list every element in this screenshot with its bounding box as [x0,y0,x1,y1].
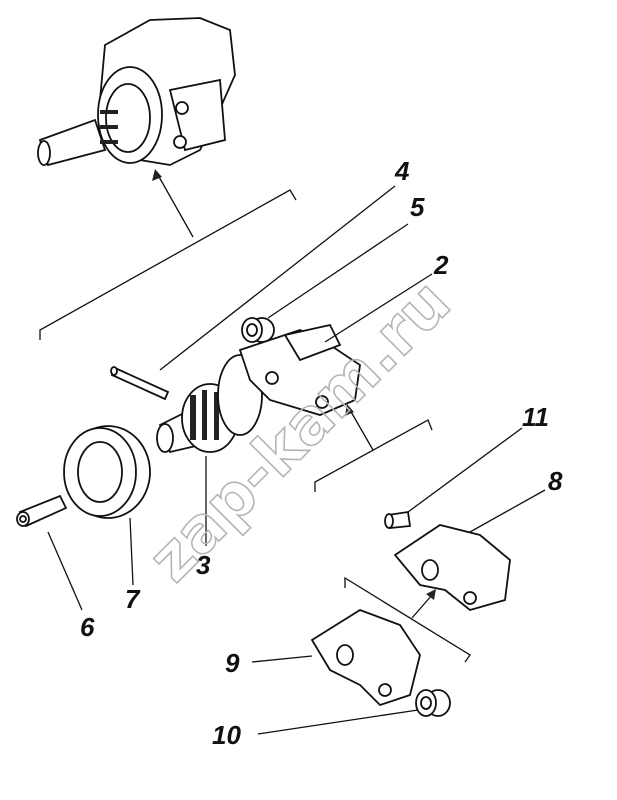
part-9-lever [310,609,421,707]
part-7-bearing [63,425,151,519]
part-4-pin [110,366,170,401]
part-5-bushing [241,317,275,343]
part-11-pin [384,510,412,529]
callout-11: 11 [522,402,549,432]
assembly-bracket-middle [314,404,433,492]
assembly-bracket-lower [344,576,471,663]
assembled-drive-unit [37,17,236,167]
part-8-lever [393,524,511,611]
part-2-lever [238,323,361,416]
part-6-pin [16,494,68,528]
callout-10: 10 [212,720,241,750]
callout-8: 8 [548,466,563,496]
callout-3: 3 [196,550,211,580]
callout-9: 9 [225,648,240,678]
callout-7: 7 [125,584,141,614]
part-10-bushing [415,689,451,717]
callout-6: 6 [80,612,95,642]
callout-5: 5 [410,192,425,222]
leader-lines [47,185,546,735]
callout-4: 4 [394,156,410,186]
callout-2: 2 [433,250,449,280]
assembly-bracket-top [39,169,297,340]
